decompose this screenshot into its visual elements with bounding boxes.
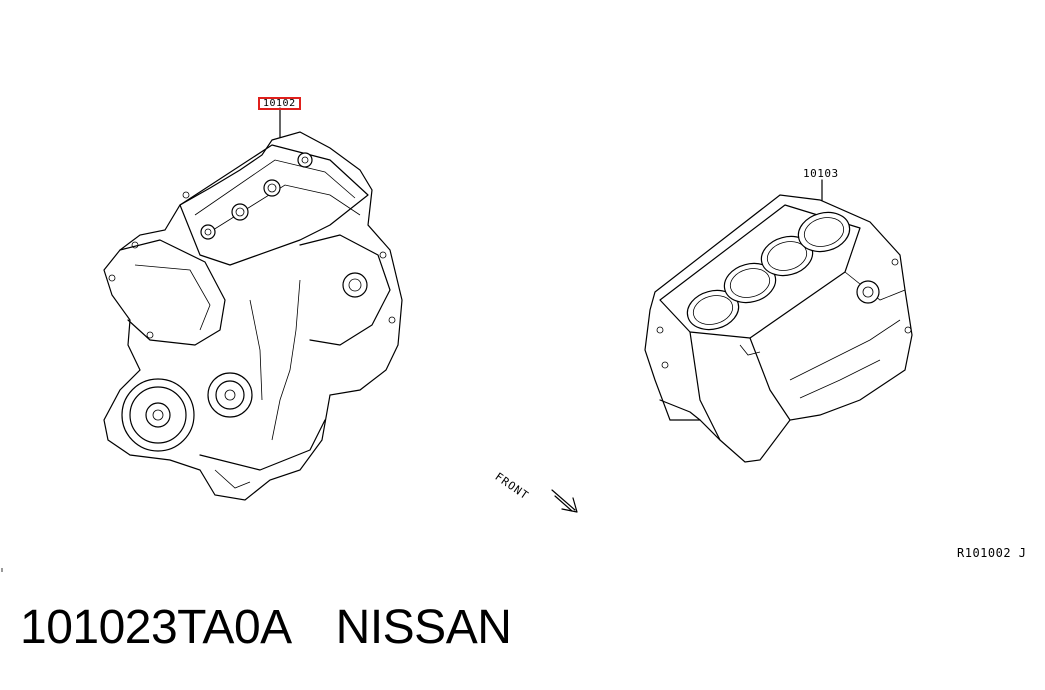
cylinder-bores — [686, 211, 851, 331]
callout-engine-assembly[interactable]: 10102 — [258, 97, 301, 110]
part-number: 101023TA0A — [20, 601, 292, 654]
part-footer: 101023TA0A NISSAN — [20, 600, 512, 656]
reference-code: R101002 J — [957, 546, 1027, 560]
callout-cylinder-block[interactable]: 10103 — [803, 167, 839, 180]
front-arrow-icon — [551, 489, 578, 513]
engine-assembly-drawing[interactable] — [103, 107, 403, 501]
cylinder-block-drawing[interactable] — [644, 179, 913, 463]
brand-name: NISSAN — [335, 601, 512, 654]
